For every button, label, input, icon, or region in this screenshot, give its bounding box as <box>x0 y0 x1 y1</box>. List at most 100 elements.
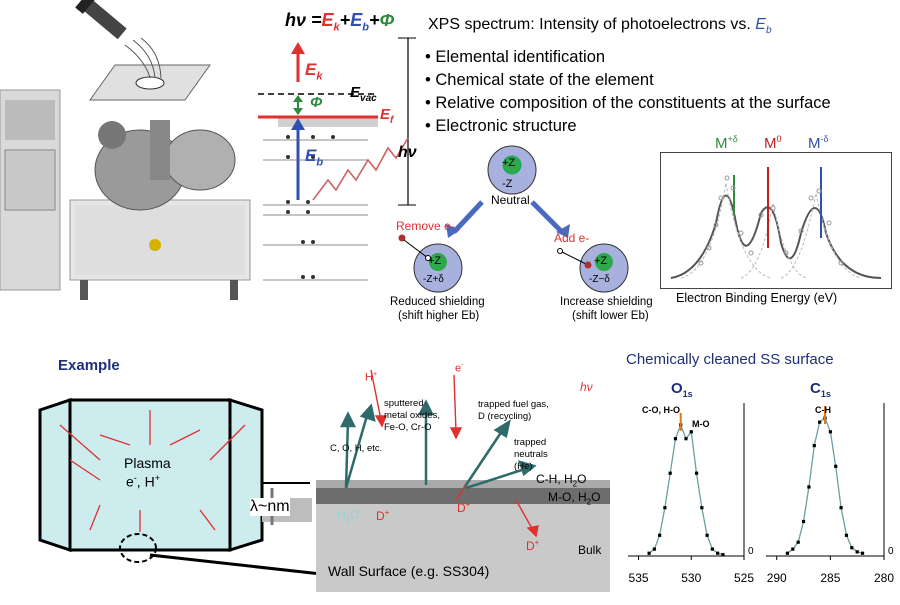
data-point <box>668 471 672 475</box>
spectrum-xlabel: Electron Binding Energy (eV) <box>676 291 838 305</box>
dplus-label-1: D+ <box>376 508 390 523</box>
x-tick-label: 535 <box>629 571 649 585</box>
data-point <box>700 506 704 510</box>
chemical-shift-spectrum <box>660 152 892 289</box>
right-shell: -Z−δ <box>589 274 610 285</box>
data-point <box>785 551 790 555</box>
oxide-layer <box>316 488 610 504</box>
neutral-shell: -Z <box>502 178 513 190</box>
plasma-species: e-, H+ <box>126 473 160 490</box>
neutral-label: Neutral <box>491 193 530 207</box>
c1s-annotation-1: C-H <box>815 405 831 415</box>
clean-surface-title: Chemically cleaned SS surface <box>626 351 834 368</box>
energy-level-diagram <box>258 30 428 300</box>
data-point <box>839 506 843 510</box>
label-eb: Eb <box>305 146 324 169</box>
dplus-label-2: D+ <box>457 500 471 515</box>
data-point <box>860 551 865 555</box>
coh-label: C, O, H, etc. <box>330 443 383 454</box>
equation-eb: Eb <box>350 10 369 34</box>
equation-phi: Φ <box>379 10 395 30</box>
label-ef: Ef <box>380 106 394 126</box>
bullet-item: • Electronic structure <box>425 117 577 135</box>
series-line <box>787 416 863 554</box>
x-tick-label: 280 <box>874 571 894 585</box>
label-m-zero: M0 <box>764 134 782 152</box>
layer-label-ch: C-H, H2O <box>536 472 587 489</box>
data-point <box>705 533 709 537</box>
trapped-fuel-label: trapped fuel gas,D (recycling) <box>478 399 549 422</box>
data-point <box>710 547 714 551</box>
data-point <box>694 471 699 475</box>
layer-label-mo: M-O, H2O <box>548 490 601 507</box>
data-point <box>716 551 720 555</box>
bulk-label: Bulk <box>578 543 602 557</box>
o1s-title: O1s <box>671 380 693 399</box>
remove-electron-label: Remove e- <box>396 219 455 233</box>
left-shell: -Z+δ <box>423 274 444 285</box>
top-layer <box>316 480 610 488</box>
data-point <box>807 485 811 489</box>
photoemission-sketch <box>75 0 215 110</box>
energy-equation: hν =Ek+Eb+Φ <box>285 10 395 34</box>
x-tick-label: 530 <box>681 571 701 585</box>
label-m-plus: M+δ <box>715 134 738 152</box>
right-caption-1: Increase shielding <box>560 296 653 308</box>
label-ek: Ek <box>305 60 323 83</box>
bullet-item: • Relative composition of the constituen… <box>425 94 831 112</box>
o1s-chart: 535 530 525 0 <box>620 378 758 598</box>
wall-surface-block <box>316 480 610 592</box>
label-m-minus: M-δ <box>808 134 829 152</box>
lambda-label: λ~nm <box>250 498 290 516</box>
o1s-annotation-2: M-O <box>692 419 710 429</box>
instrument-drawing <box>0 89 251 300</box>
label-evac: Evac <box>350 84 377 104</box>
data-point <box>791 547 795 551</box>
data-point <box>801 519 806 524</box>
c1s-title: C1s <box>810 380 831 399</box>
data-point <box>684 437 688 441</box>
dplus-label-3: D+ <box>526 538 540 553</box>
x-tick-label: 290 <box>767 571 787 585</box>
data-point <box>721 553 725 557</box>
spectrum-plot <box>670 167 882 279</box>
xps-title: XPS spectrum: Intensity of photoelectron… <box>428 16 772 37</box>
surface-process-arrows <box>316 360 616 540</box>
neutral-nucleus: +Z <box>502 157 516 169</box>
right-nucleus: +Z <box>594 255 608 267</box>
xps-instrument-photo <box>0 80 262 310</box>
data-point <box>673 437 678 441</box>
equation-ek: Ek <box>321 10 340 34</box>
data-point <box>663 506 667 510</box>
add-electron-label: Add e- <box>554 231 590 245</box>
data-point <box>850 546 854 550</box>
bullet-item: • Elemental identification <box>425 48 606 66</box>
atom-shielding-diagram <box>390 140 660 330</box>
bullet-item: • Chemical state of the element <box>425 71 654 89</box>
label-phi: Φ <box>310 94 323 111</box>
example-heading: Example <box>58 357 120 374</box>
hplus-label: H+ <box>365 371 378 384</box>
y-tick-label: 0 <box>888 546 894 557</box>
data-point <box>796 540 800 544</box>
data-point <box>689 430 693 434</box>
h2o-label: H2O <box>337 508 360 525</box>
plasma-label: Plasma <box>124 455 171 471</box>
equation-hv: hν <box>285 10 307 30</box>
plasma-chamber <box>0 380 331 600</box>
data-point <box>844 533 849 537</box>
left-caption-1: Reduced shielding <box>390 296 485 308</box>
x-tick-label: 525 <box>734 571 754 585</box>
left-caption-2: (shift higher Eb) <box>398 310 480 322</box>
y-tick-label: 0 <box>748 546 754 557</box>
o1s-annotation-1: C-O, H-O <box>642 405 680 415</box>
wall-surface-label: Wall Surface (e.g. SS304) <box>328 563 490 579</box>
data-point <box>812 444 816 448</box>
data-point <box>834 464 838 468</box>
bullet-list: • Elemental identification • Chemical st… <box>425 46 831 138</box>
data-point <box>647 551 651 555</box>
label-hv: hν <box>398 144 417 161</box>
